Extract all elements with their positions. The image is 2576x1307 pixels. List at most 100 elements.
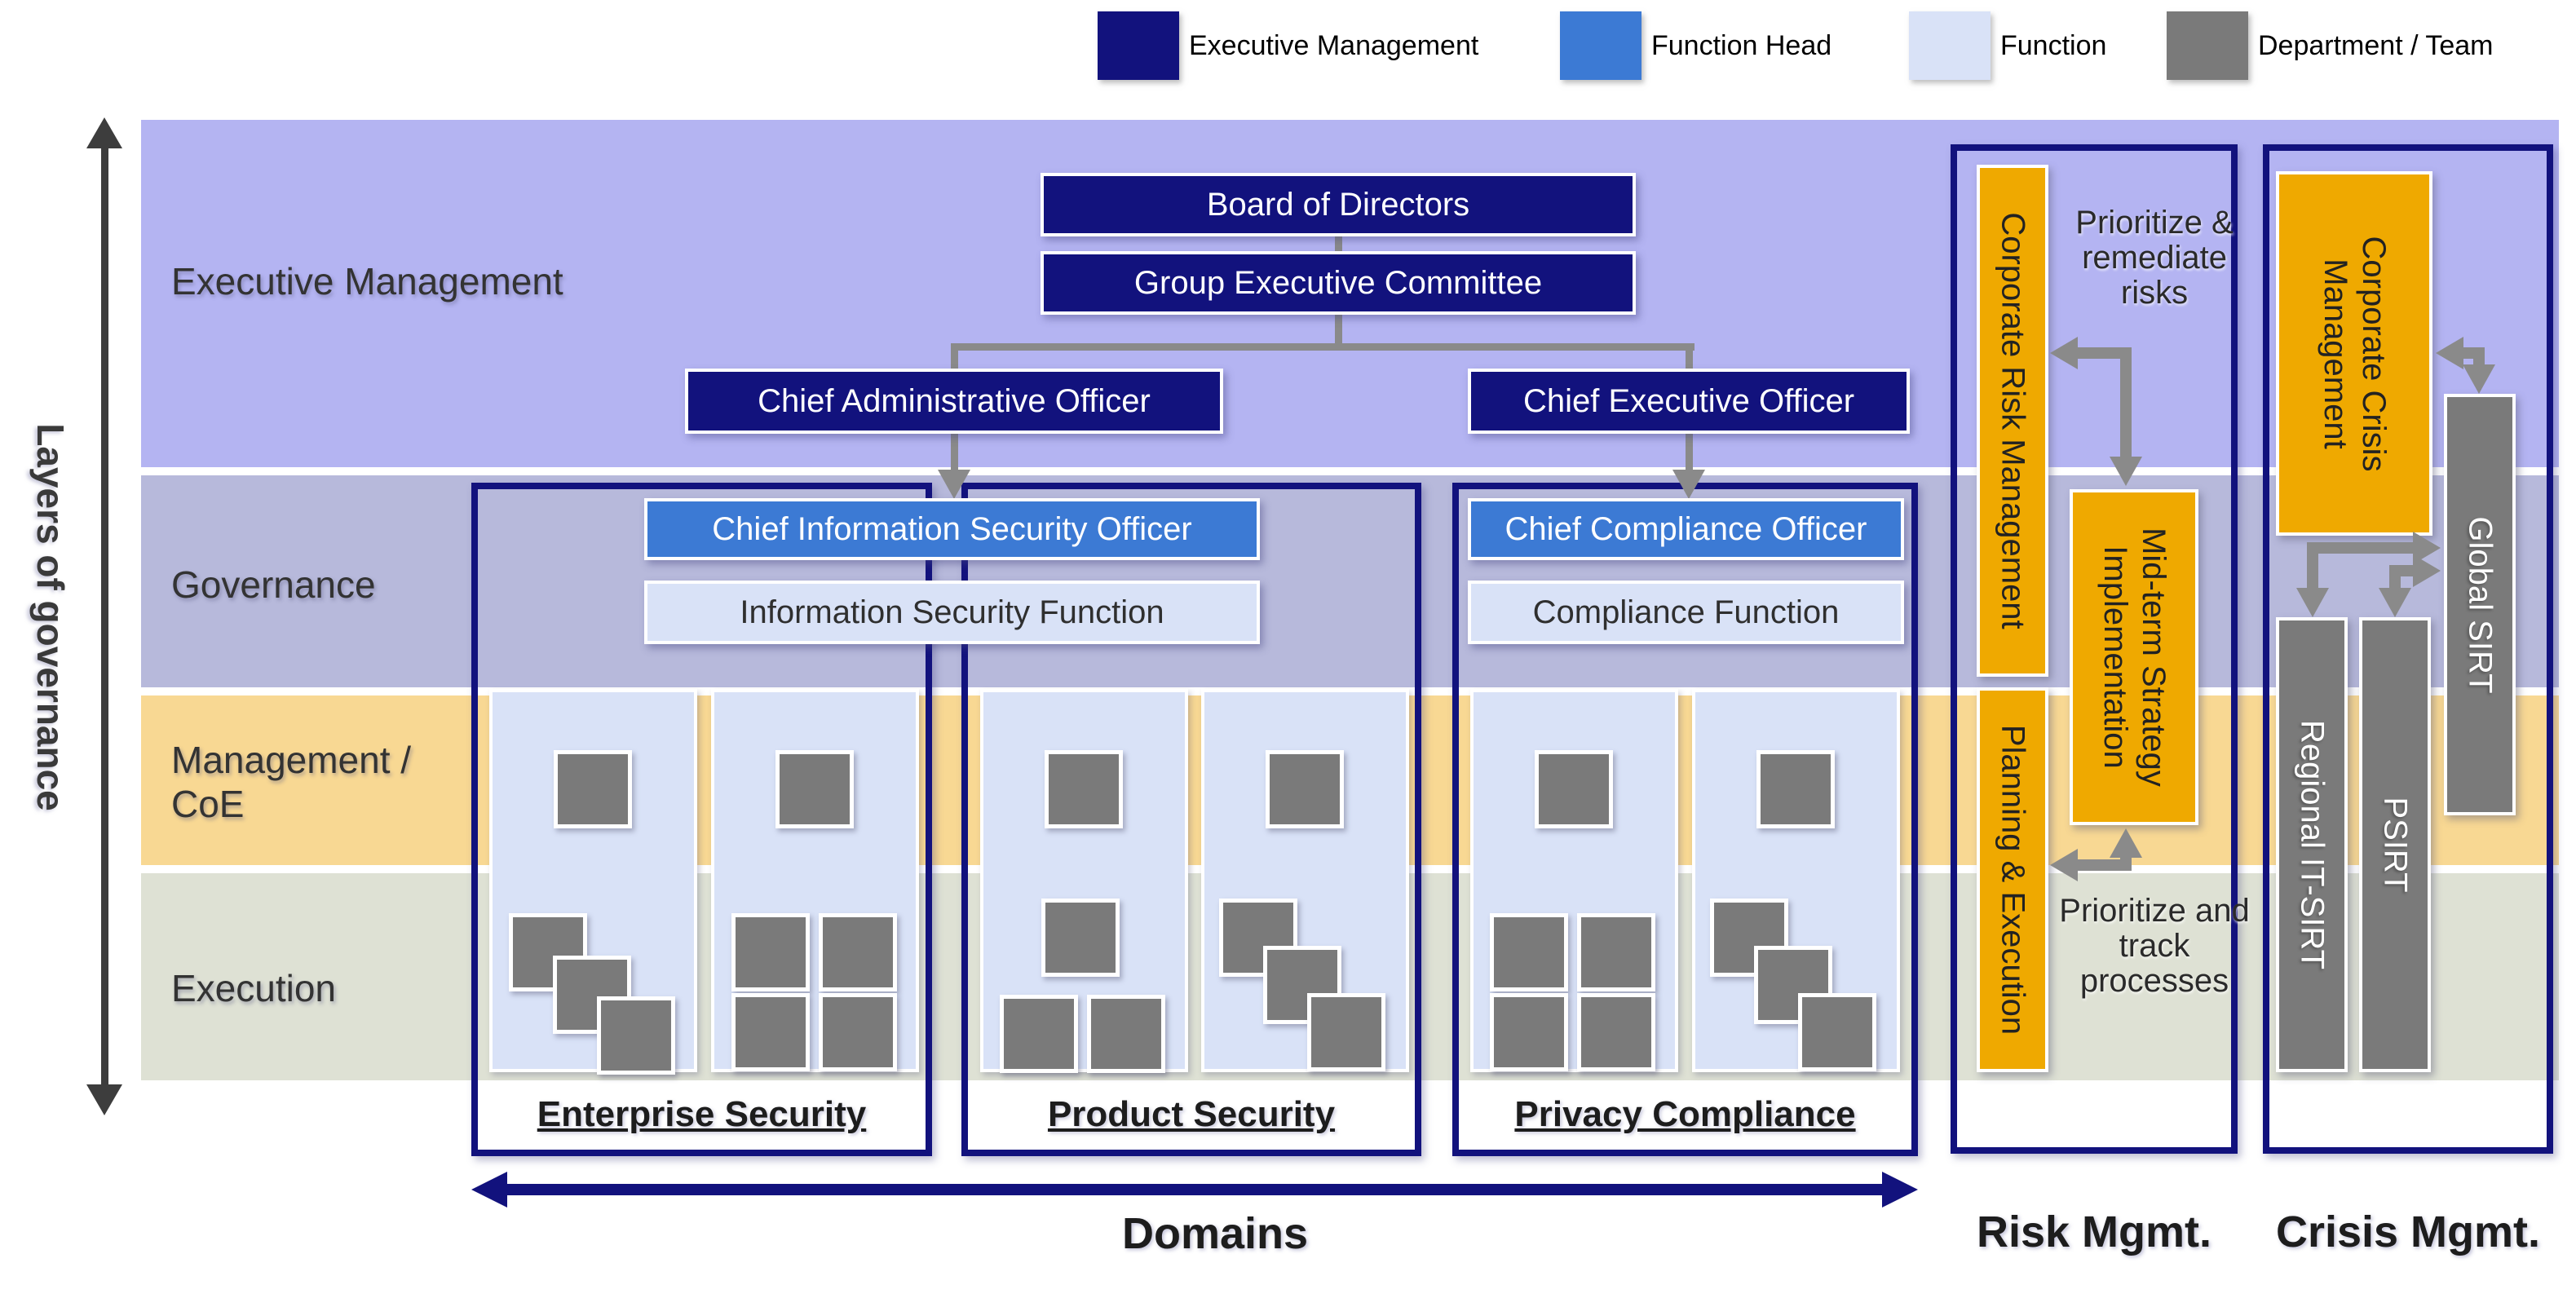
mid-term-strategy-box: Mid-term Strategy Implementation <box>2070 489 2198 825</box>
arrow-gsirt-top-head-icon <box>2463 364 2495 394</box>
compliance-function-label: Compliance Function <box>1532 594 1840 630</box>
domains-axis-label: Domains <box>1121 1209 1309 1258</box>
legend-label-function: Function <box>2000 30 2107 61</box>
arrow-ceo-cco-head-icon <box>1672 470 1705 499</box>
corporate-crisis-management-box: Corporate Crisis Management <box>2276 171 2432 536</box>
team-square <box>819 993 897 1071</box>
team-square <box>1490 913 1568 991</box>
team-square <box>1535 750 1613 828</box>
band-label-execution: Execution <box>171 967 337 1009</box>
layers-of-governance-label: Layers of governance <box>29 423 72 811</box>
board-of-directors-box: Board of Directors <box>1041 173 1636 236</box>
domains-axis-arrow-right-icon <box>1882 1172 1918 1208</box>
psirt-box: PSIRT <box>2359 617 2431 1072</box>
legend-swatch-function-head <box>1560 11 1641 80</box>
ciso-box: Chief Information Security Officer <box>644 498 1260 560</box>
team-square <box>1577 913 1655 991</box>
layers-axis-arrow-up-icon <box>86 117 122 148</box>
corporate-risk-management-box: Corporate Risk Management <box>1977 165 2048 677</box>
team-square <box>1577 993 1655 1071</box>
corporate-crisis-line2: Management <box>2318 258 2353 449</box>
arrow-gsirt-left-head2-icon <box>2413 554 2441 587</box>
team-square <box>1041 899 1120 977</box>
legend-swatch-function <box>1909 11 1991 80</box>
chief-administrative-officer-label: Chief Administrative Officer <box>758 382 1151 419</box>
crisis-mgmt-box <box>2263 144 2553 1154</box>
arrow-regional-head-icon <box>2296 588 2329 617</box>
arrow-pe-mts-hshaft <box>2078 859 2128 871</box>
arrow-crm-head-icon <box>2050 337 2078 369</box>
risk-note-top: Prioritize & remediate risks <box>2075 205 2234 311</box>
team-square <box>731 993 810 1071</box>
team-square <box>819 913 897 991</box>
team-square <box>1756 750 1835 828</box>
regional-it-sirt-box: Regional IT-SIRT <box>2276 617 2348 1072</box>
ciso-label: Chief Information Security Officer <box>712 510 1192 547</box>
arrow-ccm-head-icon <box>2436 337 2463 369</box>
connector-to-ceo <box>1686 343 1693 369</box>
legend-label-function-head: Function Head <box>1651 30 1832 61</box>
global-sirt-box: Global SIRT <box>2444 394 2516 815</box>
chief-executive-officer-box: Chief Executive Officer <box>1468 369 1910 434</box>
arrow-pe-head-icon <box>2050 849 2078 881</box>
band-label-governance: Governance <box>171 563 376 606</box>
domain-box-enterprise-security <box>471 483 932 1156</box>
psirt-label: PSIRT <box>2377 797 2414 893</box>
information-security-function-box: Information Security Function <box>644 581 1260 644</box>
team-square <box>1087 995 1165 1073</box>
group-executive-committee-label: Group Executive Committee <box>1133 264 1543 301</box>
risk-mgmt-box <box>1951 144 2238 1154</box>
risk-mgmt-title: Risk Mgmt. <box>1976 1208 2212 1256</box>
legend-label-department-team: Department / Team <box>2258 30 2494 61</box>
information-security-function-label: Information Security Function <box>740 594 1164 630</box>
corporate-crisis-management-label: Corporate Crisis Management <box>2316 236 2393 471</box>
arrow-regional-gsirt-vshaft <box>2307 542 2318 588</box>
domain-label-enterprise-security: Enterprise Security <box>537 1094 867 1134</box>
risk-note-bottom: Prioritize and track processes <box>2059 893 2250 1000</box>
layers-axis-arrow-down-icon <box>86 1084 122 1115</box>
domain-box-product-security <box>961 483 1421 1156</box>
planning-execution-label: Planning & Execution <box>1995 724 2031 1035</box>
crisis-mgmt-title: Crisis Mgmt. <box>2275 1208 2541 1256</box>
mid-term-strategy-label: Mid-term Strategy Implementation <box>2096 528 2172 787</box>
team-square <box>775 750 854 828</box>
layers-axis-line <box>101 148 108 1084</box>
arrow-psirt-head-icon <box>2379 588 2411 617</box>
arrow-cao-ciso-shaft <box>951 434 958 470</box>
team-square <box>554 750 632 828</box>
team-square <box>1798 993 1876 1071</box>
arrow-ceo-cco-shaft <box>1686 434 1693 470</box>
team-square <box>1045 750 1123 828</box>
planning-execution-box: Planning & Execution <box>1977 687 2048 1072</box>
team-square <box>1490 993 1568 1071</box>
domain-label-product-security: Product Security <box>1047 1094 1336 1134</box>
connector-to-cao <box>951 343 958 369</box>
team-square <box>1266 750 1344 828</box>
mid-term-strategy-line2: Implementation <box>2097 545 2133 769</box>
connector-horizontal-bar <box>951 343 1695 351</box>
team-square <box>1219 899 1297 977</box>
corporate-crisis-line1: Corporate Crisis <box>2356 236 2393 471</box>
domain-label-privacy-compliance: Privacy Compliance <box>1514 1094 1856 1134</box>
arrow-regional-gsirt-hshaft <box>2307 542 2413 554</box>
arrow-mts-bottom-head-icon <box>2110 828 2142 858</box>
chief-administrative-officer-box: Chief Administrative Officer <box>685 369 1223 434</box>
arrow-mts-head-icon <box>2110 457 2142 486</box>
team-square <box>731 913 810 991</box>
corporate-risk-management-label: Corporate Risk Management <box>1995 212 2031 629</box>
team-square <box>597 996 675 1075</box>
global-sirt-label: Global SIRT <box>2462 515 2499 694</box>
mid-term-strategy-line1: Mid-term Strategy <box>2136 528 2172 787</box>
connector-board-gec <box>1335 236 1342 253</box>
team-square <box>1307 993 1385 1071</box>
arrow-ccm-gsirt-vshaft <box>2473 347 2485 364</box>
domains-axis-arrow-left-icon <box>471 1172 507 1208</box>
legend-label-executive-management: Executive Management <box>1189 30 1479 61</box>
connector-gec-down <box>1335 315 1342 347</box>
regional-it-sirt-label: Regional IT-SIRT <box>2294 719 2331 970</box>
chief-compliance-officer-label: Chief Compliance Officer <box>1505 510 1867 547</box>
band-label-management-coe: Management / CoE <box>171 739 412 825</box>
team-square <box>1000 995 1078 1073</box>
legend-swatch-department-team <box>2167 11 2248 80</box>
